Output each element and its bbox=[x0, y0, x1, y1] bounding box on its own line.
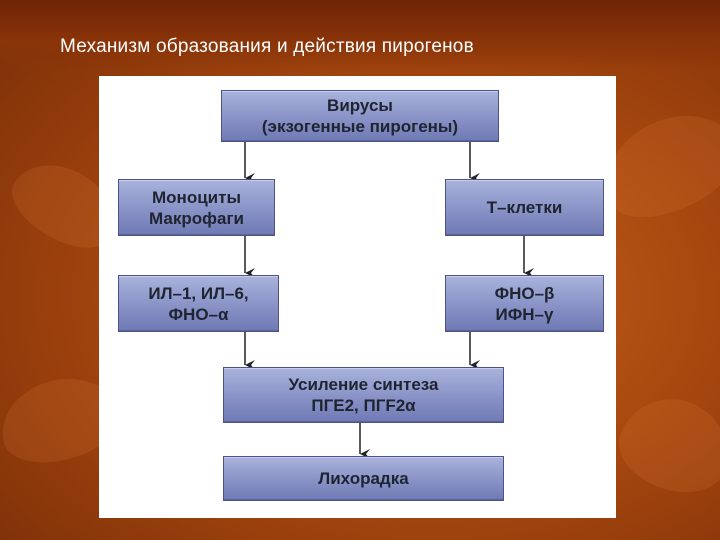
node-il-line2: ФНО–α bbox=[168, 304, 229, 324]
node-il-line1: ИЛ–1, ИЛ–6, bbox=[148, 283, 249, 303]
node-tnf-line2: ИФН–γ bbox=[495, 304, 554, 324]
node-viruses-line2: (экзогенные пирогены) bbox=[261, 117, 459, 136]
diagram-panel: Вирусы (экзогенные пирогены) Моноциты Ма… bbox=[99, 76, 616, 518]
node-fever-line1: Лихорадка bbox=[318, 469, 409, 488]
slide-title: Механизм образования и действия пирогено… bbox=[60, 36, 474, 57]
node-monocytes-line2: Макрофаги bbox=[149, 208, 244, 228]
node-viruses-line1: Вирусы bbox=[327, 96, 393, 115]
flow-arrows bbox=[244, 142, 534, 459]
node-viruses: Вирусы (экзогенные пирогены) bbox=[221, 90, 499, 142]
node-synthesis: Усиление синтеза ПГЕ2, ПГF2α bbox=[223, 367, 504, 423]
node-il: ИЛ–1, ИЛ–6, ФНО–α bbox=[118, 275, 279, 332]
node-tnf-line1: ФНО–β bbox=[494, 283, 555, 303]
slide-header-band bbox=[0, 0, 720, 70]
node-synthesis-line2: ПГЕ2, ПГF2α bbox=[311, 396, 416, 415]
node-tnf: ФНО–β ИФН–γ bbox=[445, 275, 604, 332]
node-tcells-line1: Т–клетки bbox=[486, 198, 563, 217]
node-monocytes-line1: Моноциты bbox=[152, 187, 241, 207]
background-leaf-decoration bbox=[607, 383, 720, 507]
node-fever: Лихорадка bbox=[223, 456, 504, 501]
node-synthesis-line1: Усиление синтеза bbox=[288, 375, 439, 394]
node-tcells: Т–клетки bbox=[445, 179, 604, 236]
node-monocytes: Моноциты Макрофаги bbox=[118, 179, 275, 236]
